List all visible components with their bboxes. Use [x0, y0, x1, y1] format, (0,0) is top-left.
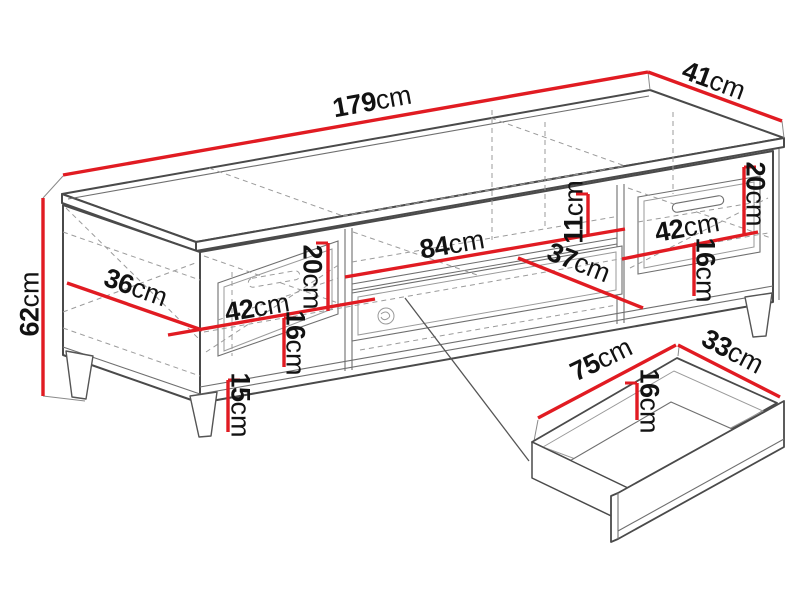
dim-label-middle-section-width: 84cm	[418, 224, 487, 264]
witness-lines	[42, 71, 785, 442]
dim-label-right-drawer-height: 16cm	[691, 237, 721, 302]
dim-label-right-section-width: 42cm	[652, 207, 721, 248]
cabinet-top-panel	[61, 89, 785, 252]
legs	[65, 292, 773, 438]
dim-line-overall-width	[62, 70, 649, 177]
dim-line-drawer-box-depth	[677, 343, 781, 399]
right-drawer-handle	[671, 195, 725, 213]
dim-line-left-inner-depth	[66, 281, 203, 332]
dim-label-left-opening-height: 20cm	[298, 244, 328, 309]
dim-line-middle-section-width	[344, 227, 626, 279]
exploded-drawer-box	[531, 357, 785, 543]
dim-line-drawer-box-width	[537, 343, 677, 420]
dim-label-drawer-box-height: 16cm	[635, 368, 665, 433]
middle-drawer-knob	[377, 307, 395, 325]
dim-line-middle-inner-depth	[517, 256, 644, 310]
dim-label-left-drawer-height: 16cm	[281, 310, 311, 375]
dim-label-overall-height: 62cm	[14, 271, 44, 336]
front-left-leg	[189, 391, 218, 438]
dim-label-leg-height: 15cm	[226, 372, 256, 437]
dim-label-middle-shelf-height: 11cm	[558, 180, 588, 244]
dim-label-drawer-box-width: 75cm	[565, 332, 637, 387]
dim-label-right-opening-height: 20cm	[741, 161, 771, 226]
left-drawer-handle	[247, 270, 301, 288]
dim-line-overall-depth	[647, 70, 783, 123]
drawer-pointer-line	[404, 297, 530, 462]
dim-label-overall-depth: 41cm	[678, 55, 749, 106]
front-right-leg	[744, 292, 773, 338]
dim-line-left-section-width	[167, 297, 376, 337]
handles	[247, 195, 725, 325]
dim-line-right-section-width	[621, 230, 759, 261]
back-left-leg	[65, 350, 94, 400]
